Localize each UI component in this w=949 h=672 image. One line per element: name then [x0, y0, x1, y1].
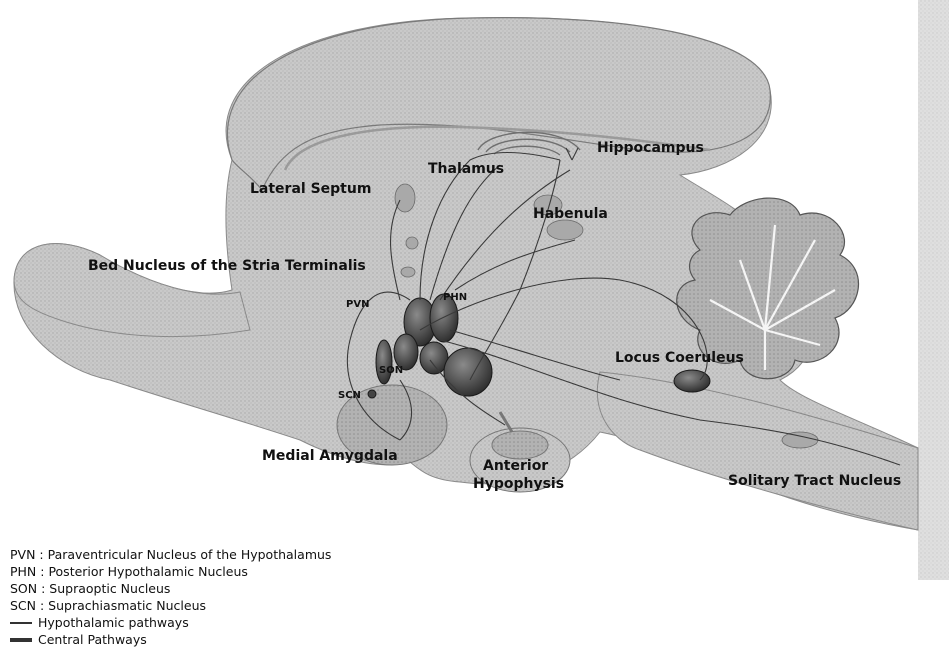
legend-item-son: SON : Supraoptic Nucleus — [10, 580, 331, 597]
legend-text-hypothalamic: Hypothalamic pathways — [38, 614, 189, 631]
label-hippocampus: Hippocampus — [597, 140, 704, 156]
legend-item-scn: SCN : Suprachiasmatic Nucleus — [10, 597, 331, 614]
legend-item-phn: PHN : Posterior Hypothalamic Nucleus — [10, 563, 331, 580]
label-thalamus: Thalamus — [428, 161, 504, 177]
label-anterior: Anterior — [483, 458, 548, 474]
edge-stipple — [918, 0, 949, 580]
legend-item-hypothalamic: Hypothalamic pathways — [10, 614, 331, 631]
label-locus-coeruleus: Locus Coeruleus — [615, 350, 744, 366]
label-pvn: PVN — [346, 299, 369, 310]
legend-text-son: SON : Supraoptic Nucleus — [10, 580, 170, 597]
label-hypophysis: Hypophysis — [473, 476, 564, 492]
legend-text-pvn: PVN : Paraventricular Nucleus of the Hyp… — [10, 546, 331, 563]
legend: PVN : Paraventricular Nucleus of the Hyp… — [10, 546, 331, 648]
label-scn: SCN — [338, 390, 361, 401]
label-habenula: Habenula — [533, 206, 608, 222]
legend-text-scn: SCN : Suprachiasmatic Nucleus — [10, 597, 206, 614]
legend-item-central: Central Pathways — [10, 631, 331, 648]
label-son: SON — [379, 365, 403, 376]
label-medial-amygdala: Medial Amygdala — [262, 448, 398, 464]
legend-text-central: Central Pathways — [38, 631, 147, 648]
legend-text-phn: PHN : Posterior Hypothalamic Nucleus — [10, 563, 248, 580]
central-pathway-swatch — [10, 638, 32, 642]
legend-item-pvn: PVN : Paraventricular Nucleus of the Hyp… — [10, 546, 331, 563]
hypothalamic-pathway-swatch — [10, 622, 32, 624]
label-bnst: Bed Nucleus of the Stria Terminalis — [88, 258, 366, 274]
label-phn: PHN — [443, 292, 467, 303]
label-lateral-septum: Lateral Septum — [250, 181, 371, 197]
label-solitary-tract-nucleus: Solitary Tract Nucleus — [728, 473, 901, 489]
